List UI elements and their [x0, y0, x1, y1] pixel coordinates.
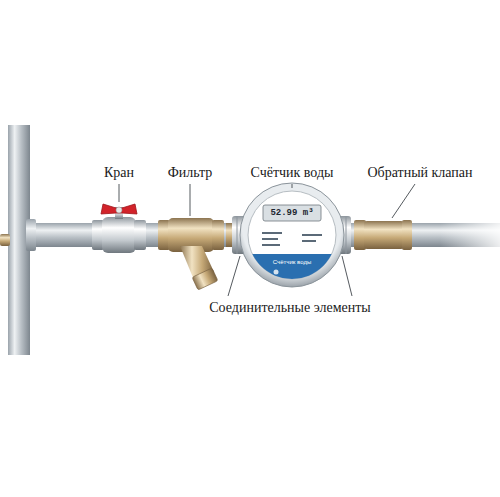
- meter-face-label: Счётчик воды: [273, 259, 311, 266]
- callout-label: Кран: [104, 165, 134, 181]
- callout-label: Соединительные элементы: [209, 300, 371, 316]
- callout-label: Фильтр: [168, 165, 213, 181]
- callout-label: Счётчик воды: [250, 165, 333, 181]
- callout-label: Обратный клапан: [367, 165, 472, 181]
- meter-display: 52.99 m³: [270, 208, 313, 218]
- leader-lines: [119, 184, 415, 296]
